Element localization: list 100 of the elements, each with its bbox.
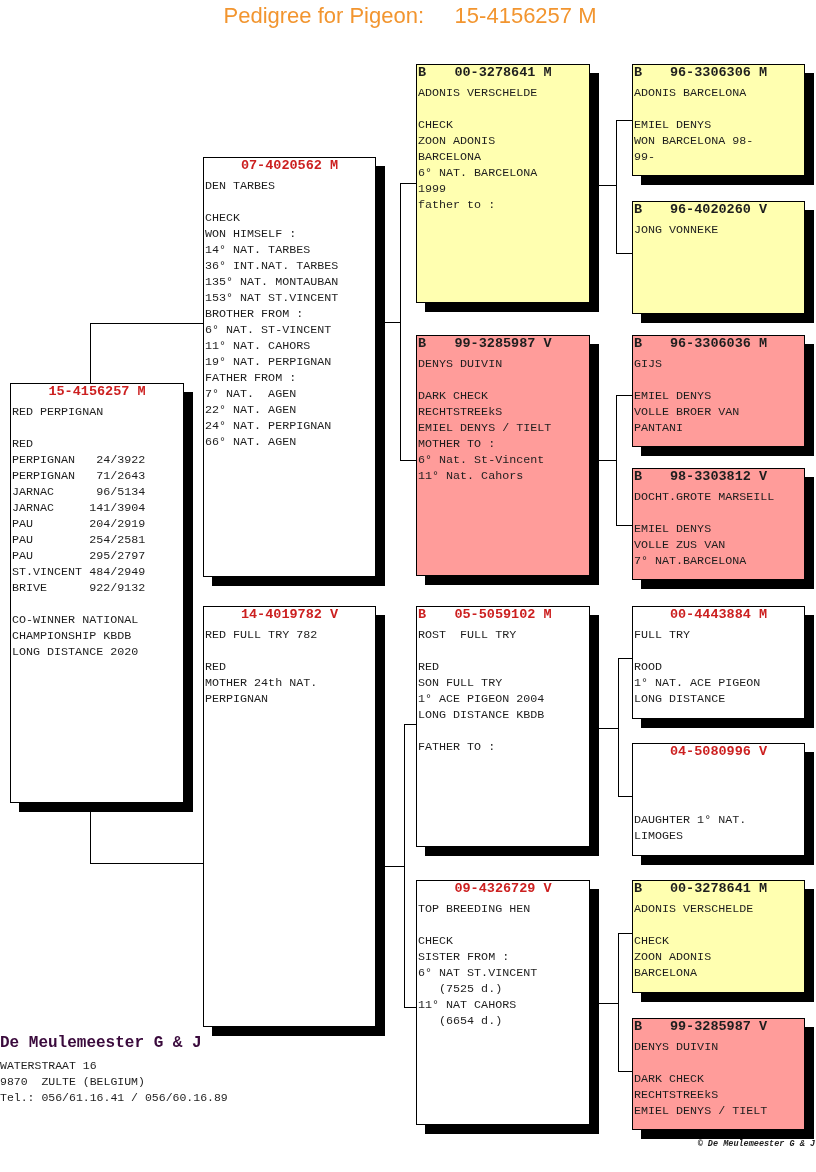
ring-prefix: B bbox=[634, 65, 643, 81]
pedigree-note: 6° NAT. ST-VINCENT bbox=[205, 322, 332, 338]
pedigree-note: (7525 d.) bbox=[439, 981, 503, 997]
pigeon-name: DEN TARBES bbox=[205, 178, 276, 194]
pedigree-note: 11° NAT CAHORS bbox=[418, 997, 517, 1013]
pigeon-name: ADONIS VERSCHELDE bbox=[418, 85, 538, 101]
pedigree-note: FATHER FROM : bbox=[205, 370, 297, 386]
pedigree-note: RED bbox=[205, 659, 227, 675]
pedigree-note: PAU 254/2581 bbox=[12, 532, 146, 548]
pedigree-card bbox=[203, 157, 385, 586]
pigeon-name: DENYS DUIVIN bbox=[634, 1039, 719, 1055]
pedigree-note: 135° NAT. MONTAUBAN bbox=[205, 274, 339, 290]
pedigree-note: 11° Nat. Cahors bbox=[418, 468, 524, 484]
pedigree-note: EMIEL DENYS bbox=[634, 117, 712, 133]
pedigree-note: MOTHER TO : bbox=[418, 436, 496, 452]
pedigree-note: FATHER TO : bbox=[418, 739, 496, 755]
pedigree-note: SISTER FROM : bbox=[418, 949, 510, 965]
ring-number: 05-5059102 M bbox=[454, 607, 552, 623]
pedigree-note: 6° Nat. St-Vincent bbox=[418, 452, 545, 468]
pedigree-note: PAU 204/2919 bbox=[12, 516, 146, 532]
ring-number: 96-3306036 M bbox=[669, 336, 768, 352]
pedigree-note: RECHTSTREEkS bbox=[418, 404, 503, 420]
pedigree-note: father to : bbox=[418, 197, 496, 213]
phone-line: Tel.: 056/61.16.41 / 056/60.16.89 bbox=[0, 1090, 228, 1106]
pedigree-note: ST.VINCENT 484/2949 bbox=[12, 564, 146, 580]
address-line: WATERSTRAAT 16 bbox=[0, 1058, 97, 1074]
ring-number: 00-3278641 M bbox=[669, 881, 768, 897]
pedigree-note: EMIEL DENYS / TIELT bbox=[634, 1103, 768, 1119]
pigeon-name: DENYS DUIVIN bbox=[418, 356, 503, 372]
connector-line bbox=[384, 865, 417, 1008]
pedigree-note: WON HIMSELF : bbox=[205, 226, 297, 242]
ring-prefix: B bbox=[634, 202, 643, 218]
ring-number: 15-4156257 M bbox=[48, 384, 146, 400]
pedigree-card bbox=[416, 335, 599, 585]
connector-line bbox=[598, 459, 633, 526]
pedigree-card bbox=[632, 743, 814, 865]
pedigree-note: PERPIGNAN 24/3922 bbox=[12, 452, 146, 468]
pedigree-note: ZOON ADONIS BARCELONA bbox=[418, 133, 497, 165]
pigeon-name: ROST FULL TRY bbox=[418, 627, 517, 643]
pedigree-note: 36° INT.NAT. TARBES bbox=[205, 258, 339, 274]
pedigree-note: EMIEL DENYS bbox=[634, 388, 712, 404]
ring-number: 14-4019782 V bbox=[240, 607, 339, 623]
pigeon-name: JONG VONNEKE bbox=[634, 222, 719, 238]
pedigree-note: BRIVE 922/9132 bbox=[12, 580, 146, 596]
ring-prefix: B bbox=[418, 607, 427, 623]
pigeon-name: DOCHT.GROTE MARSEILL bbox=[634, 489, 775, 505]
pigeon-name: ADONIS VERSCHELDE bbox=[634, 901, 754, 917]
ring-number: 96-3306306 M bbox=[669, 65, 768, 81]
pedigree-note: SON FULL TRY bbox=[418, 675, 503, 691]
pedigree-note: 153° NAT ST.VINCENT bbox=[205, 290, 339, 306]
connector-line bbox=[598, 184, 633, 254]
pedigree-card bbox=[10, 383, 193, 812]
pedigree-note: RECHTSTREEkS bbox=[634, 1087, 719, 1103]
pedigree-note: 11° NAT. CAHORS bbox=[205, 338, 311, 354]
pedigree-note: LONG DISTANCE KBDB bbox=[418, 707, 545, 723]
pedigree-card bbox=[416, 64, 599, 312]
pedigree-note: CHECK bbox=[205, 210, 241, 226]
pedigree-note: VOLLE ZUS VAN bbox=[634, 537, 726, 553]
ring-number: 96-4020260 V bbox=[669, 202, 768, 218]
pedigree-note: CO-WINNER NATIONAL CHAMPIONSHIP KBDB LONG DISTANCE 2020 bbox=[12, 612, 140, 660]
pigeon-name: DAUGHTER 1° NAT. LIMOGES bbox=[634, 812, 748, 844]
ring-number: 99-3285987 V bbox=[669, 1019, 768, 1035]
connector-line bbox=[89, 322, 204, 384]
page-title: Pedigree for Pigeon: 15-4156257 M bbox=[223, 3, 597, 29]
pigeon-name: RED PERPIGNAN bbox=[12, 404, 104, 420]
pedigree-card bbox=[632, 201, 814, 323]
pedigree-note: 14° NAT. TARBES bbox=[205, 242, 311, 258]
connector-line bbox=[384, 321, 417, 461]
pedigree-note: PERPIGNAN 71/2643 bbox=[12, 468, 146, 484]
ring-number: 04-5080996 V bbox=[669, 744, 768, 760]
pedigree-note: ZOON ADONIS BARCELONA bbox=[634, 949, 713, 981]
copyright-note: © De Meulemeester G & J bbox=[697, 1139, 815, 1150]
pedigree-card bbox=[632, 1018, 814, 1139]
pedigree-note: JARNAC 96/5134 bbox=[12, 484, 146, 500]
pedigree-note: 1° ACE PIGEON 2004 bbox=[418, 691, 545, 707]
pedigree-card bbox=[632, 606, 814, 728]
connector-line bbox=[89, 811, 204, 864]
pedigree-note: EMIEL DENYS / TIELT bbox=[418, 420, 552, 436]
ring-number: 09-4326729 V bbox=[454, 881, 552, 897]
pigeon-name: GIJS bbox=[634, 356, 663, 372]
ring-prefix: B bbox=[634, 881, 643, 897]
pedigree-note: RED bbox=[12, 436, 34, 452]
pedigree-card bbox=[632, 335, 814, 456]
pedigree-card bbox=[632, 64, 814, 185]
ring-prefix: B bbox=[418, 65, 427, 81]
pedigree-note: MOTHER 24th NAT. PERPIGNAN bbox=[205, 675, 319, 707]
pedigree-note: VOLLE BROER VAN PANTANI bbox=[634, 404, 741, 436]
pedigree-note: 7° NAT.BARCELONA bbox=[634, 553, 747, 569]
address-line: 9870 ZULTE (BELGIUM) bbox=[0, 1074, 145, 1090]
pedigree-note: DARK CHECK bbox=[418, 388, 489, 404]
ring-prefix: B bbox=[418, 336, 427, 352]
pedigree-card bbox=[632, 880, 814, 1002]
pigeon-name: ADONIS BARCELONA bbox=[634, 85, 747, 101]
ring-number: 98-3303812 V bbox=[669, 469, 768, 485]
ring-number: 00-3278641 M bbox=[454, 65, 552, 81]
pedigree-note: EMIEL DENYS bbox=[634, 521, 712, 537]
pedigree-note: CHECK bbox=[418, 933, 454, 949]
ring-number: 99-3285987 V bbox=[454, 336, 552, 352]
ring-prefix: B bbox=[634, 469, 643, 485]
pedigree-note: CHECK bbox=[418, 117, 454, 133]
